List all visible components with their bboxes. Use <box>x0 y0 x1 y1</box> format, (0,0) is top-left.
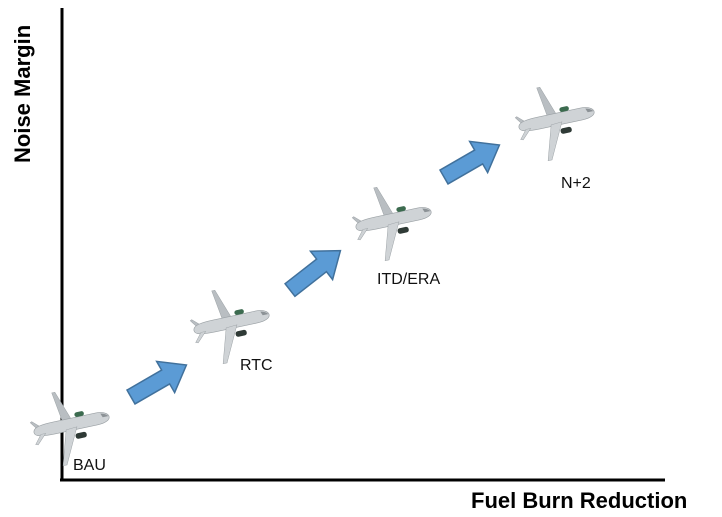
progression-arrow-2 <box>284 249 342 298</box>
stage-label-bau: BAU <box>73 457 106 474</box>
stage-label-rtc: RTC <box>240 357 273 374</box>
stage-rtc-airplane-icon <box>184 279 278 370</box>
stage-label-n2: N+2 <box>561 175 591 192</box>
stage-n2-airplane-icon <box>509 76 603 167</box>
progression-arrow-1 <box>125 360 188 405</box>
y-axis-label: Noise Margin <box>10 25 35 163</box>
progression-arrow-3 <box>438 140 501 185</box>
stage-label-itd-era: ITD/ERA <box>377 271 440 288</box>
x-axis-label: Fuel Burn Reduction <box>471 488 687 513</box>
stage-itd-era-airplane-icon <box>346 176 440 267</box>
